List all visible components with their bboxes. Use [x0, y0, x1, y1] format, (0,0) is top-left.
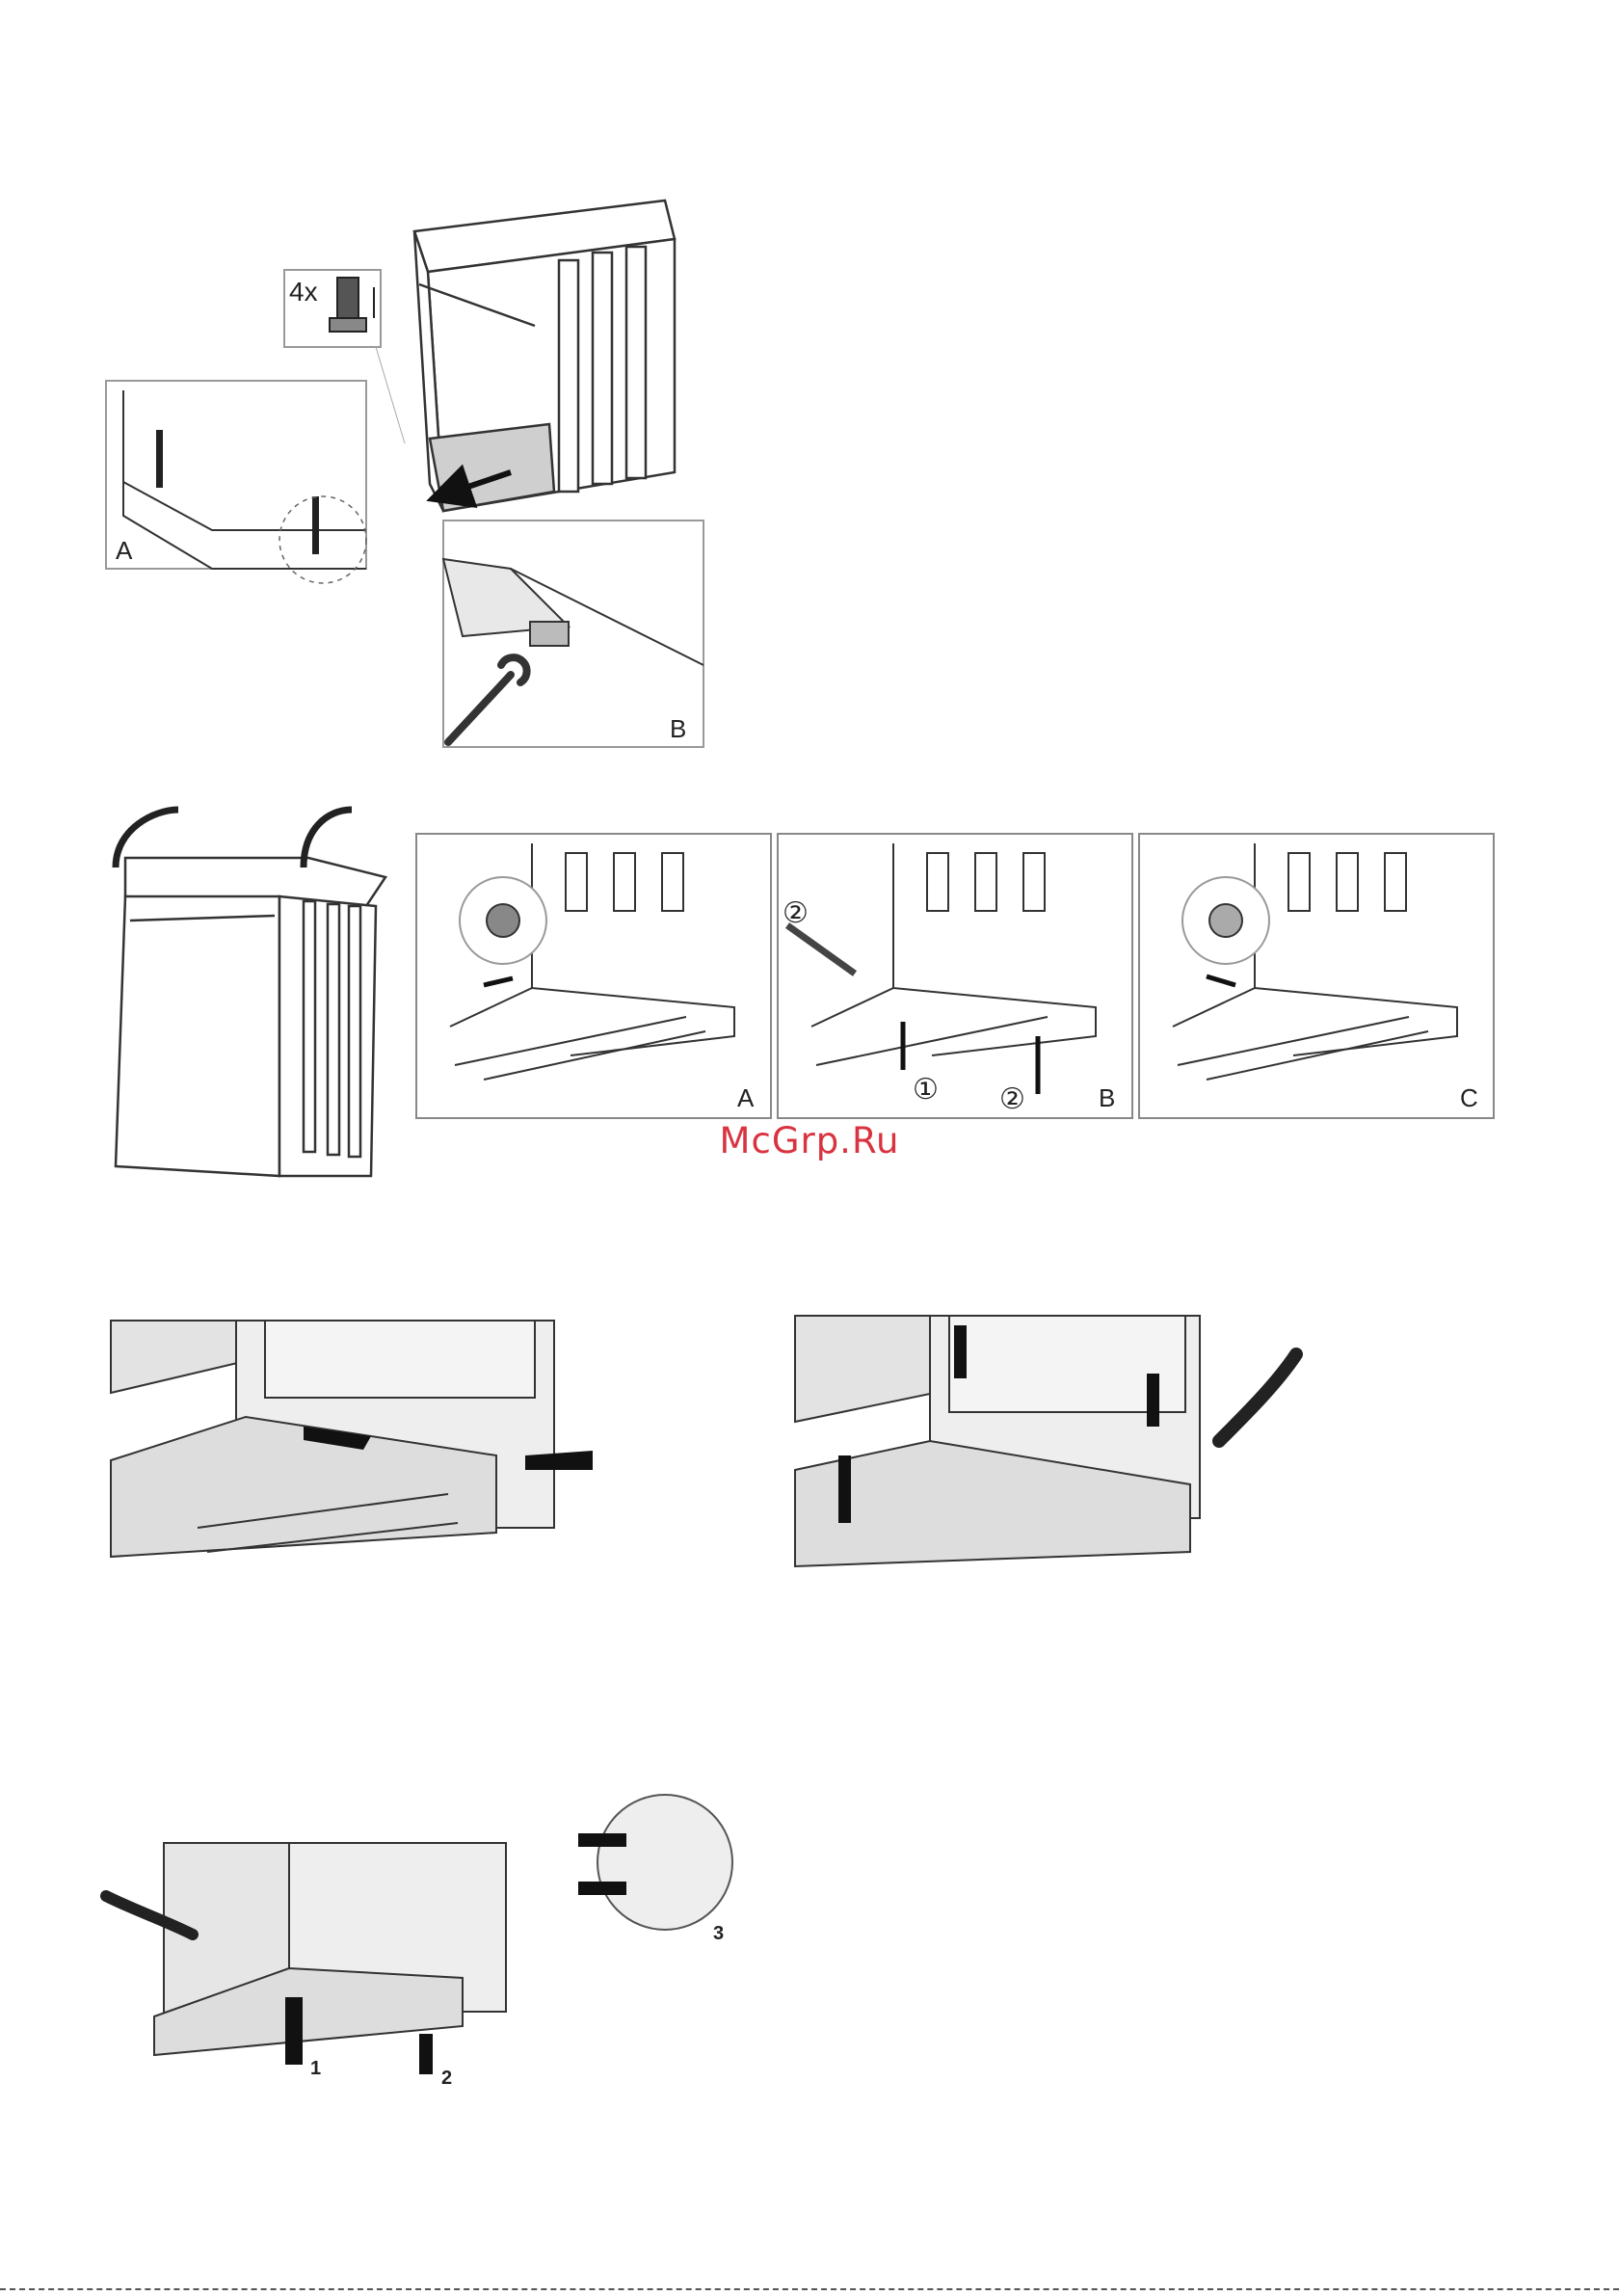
right-arrow-icon — [578, 1882, 626, 1895]
down-arrow-icon — [838, 1455, 851, 1523]
qty-label: 4x — [289, 277, 318, 307]
foot-icon — [337, 278, 358, 320]
figure-plinth-refit — [795, 1316, 1315, 1586]
watermark: McGrp.Ru — [713, 1120, 906, 1161]
detail-a: A — [106, 381, 366, 583]
callout-2: 2 — [441, 2068, 452, 2089]
down-arrow-icon — [954, 1325, 967, 1378]
figure-adjustable-feet: 4x A B — [106, 183, 723, 761]
panel-a-label: A — [737, 1083, 755, 1112]
panel-a: A — [416, 834, 771, 1118]
callout-3: 3 — [713, 1923, 724, 1944]
panel-b-label: B — [1099, 1083, 1115, 1112]
up-arrow-icon — [419, 2034, 433, 2074]
detail-b-label: B — [670, 714, 686, 743]
plug-cap-icon — [487, 904, 519, 937]
cooker-illustration — [414, 200, 675, 511]
up-arrow-icon — [285, 1997, 303, 2065]
panel-c-label: C — [1460, 1083, 1478, 1112]
step-2-label-top: ② — [783, 897, 809, 929]
right-arrow-icon — [578, 1833, 626, 1847]
figure-final-fastening: 1 2 3 — [96, 1804, 732, 2084]
detail-b: B — [443, 521, 703, 747]
plug-cap-icon — [1209, 904, 1242, 937]
callout-1: 1 — [310, 2058, 321, 2079]
panel-b: ② ① ② B — [778, 834, 1132, 1118]
page-bottom-rule — [0, 2288, 1619, 2290]
detail-a-label: A — [116, 536, 133, 565]
figure-plinth-removal — [111, 1321, 631, 1586]
step-2-label-bottom: ② — [999, 1083, 1025, 1115]
figure-tilt-cooker — [96, 790, 424, 1195]
down-arrow-icon — [1147, 1374, 1159, 1427]
tilted-cooker-illustration — [116, 858, 385, 1176]
step-1-label: ① — [913, 1074, 939, 1106]
panel-c: C — [1139, 834, 1494, 1118]
